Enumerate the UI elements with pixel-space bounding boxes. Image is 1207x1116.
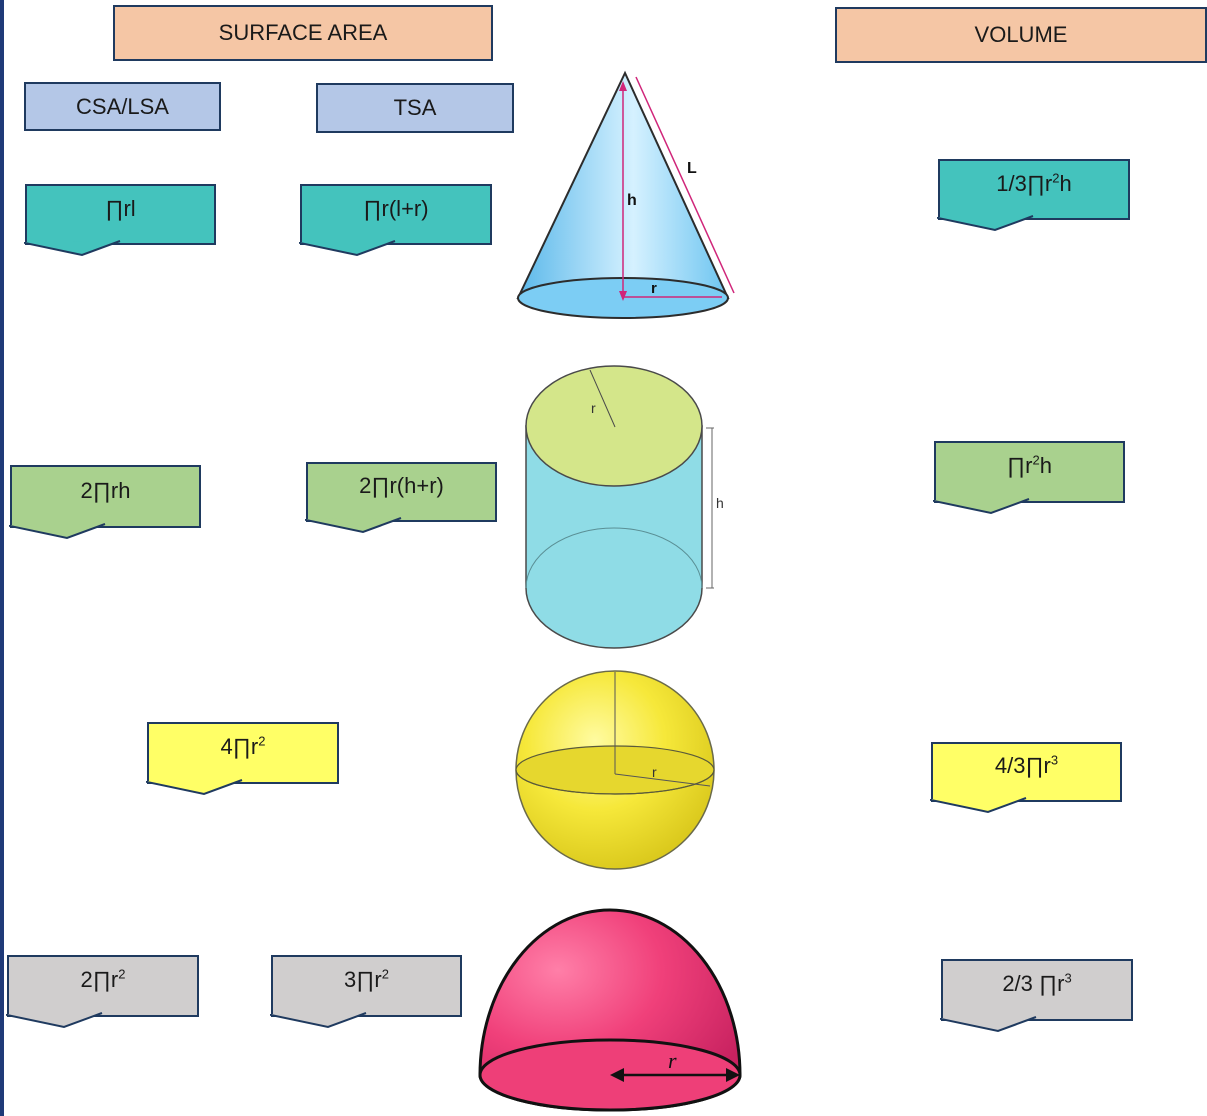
cone-volume-tag: 1/3∏r2h (937, 159, 1130, 232)
cylinder-volume-tag: ∏r2h (933, 441, 1125, 515)
hemisphere-csa-formula: 2∏r2 (80, 966, 126, 992)
sphere-r-label: r (652, 764, 657, 780)
volume-header: VOLUME (835, 7, 1207, 63)
cylinder-csa-formula: 2∏rh (80, 477, 131, 503)
surface-area-header: SURFACE AREA (113, 5, 493, 61)
sphere-volume-formula: 4/3∏r3 (994, 752, 1059, 778)
cylinder-h-label: h (716, 495, 724, 511)
volume-header-label: VOLUME (974, 22, 1068, 47)
cone-h-label: h (627, 192, 637, 209)
cone-tsa-tag: ∏r(l+r) (299, 184, 492, 257)
hemisphere-volume-formula: 2/3 ∏r3 (1002, 970, 1072, 996)
cone-csa-formula: ∏rl (105, 195, 136, 221)
sphere-volume-tag: 4/3∏r3 (930, 742, 1122, 814)
tsa-header-label: TSA (393, 95, 437, 120)
cone-volume-formula: 1/3∏r2h (996, 170, 1072, 196)
csa-lsa-header-label: CSA/LSA (76, 93, 169, 119)
hemisphere-volume-tag: 2/3 ∏r3 (940, 959, 1133, 1033)
sphere-illustration: r (515, 670, 715, 870)
cone-l-label: L (687, 160, 697, 177)
hemisphere-illustration: r (478, 908, 742, 1112)
csa-lsa-header: CSA/LSA (24, 82, 221, 131)
cylinder-illustration: r h (525, 365, 724, 649)
hemisphere-r-label: r (668, 1048, 677, 1073)
cylinder-tsa-formula: 2∏r(h+r) (359, 473, 444, 498)
cylinder-tsa-tag: 2∏r(h+r) (305, 462, 497, 534)
sphere-sa-formula: 4∏r2 (220, 733, 266, 759)
cone-csa-tag: ∏rl (24, 184, 216, 257)
sphere-sa-tag: 4∏r2 (146, 722, 339, 796)
cone-r-label: r (651, 280, 657, 297)
cylinder-csa-tag: 2∏rh (9, 465, 201, 540)
cone-illustration: h L r (516, 70, 735, 319)
tsa-header: TSA (316, 83, 514, 133)
hemisphere-tsa-formula: 3∏r2 (344, 966, 389, 992)
cone-tsa-formula: ∏r(l+r) (363, 195, 429, 221)
hemisphere-tsa-tag: 3∏r2 (270, 955, 462, 1029)
surface-area-header-label: SURFACE AREA (218, 20, 388, 45)
left-border-line (0, 0, 4, 1116)
cylinder-volume-formula: ∏r2h (1007, 452, 1052, 478)
hemisphere-csa-tag: 2∏r2 (6, 955, 199, 1029)
cylinder-r-label: r (591, 400, 596, 416)
